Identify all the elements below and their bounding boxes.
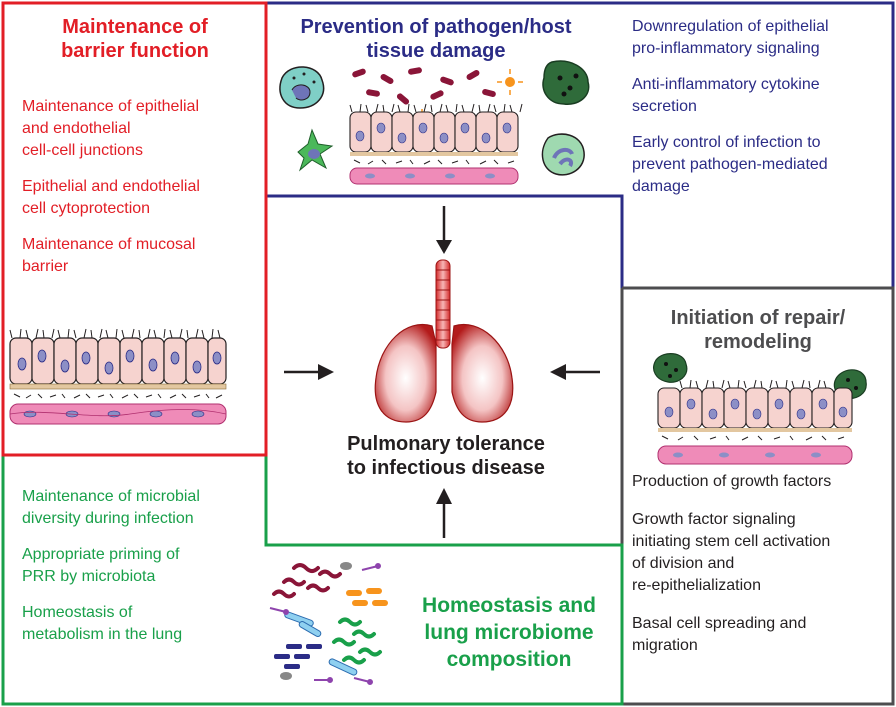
barrier-item-2: Epithelial and endothelial cell cytoprot… bbox=[22, 178, 200, 217]
homeostasis-title-line1: Homeostasis and bbox=[422, 594, 596, 617]
repair-title-line1: Initiation of repair/ bbox=[670, 307, 846, 329]
prevention-title: Prevention of pathogen/host tissue damag… bbox=[268, 15, 604, 63]
arrow-bottom-icon bbox=[436, 488, 452, 538]
arrow-left-icon bbox=[284, 364, 334, 380]
barrier-border bbox=[1, 1, 268, 457]
center-title-line2: to infectious disease bbox=[347, 457, 545, 479]
repair-item-2: Growth factor signaling initiating stem … bbox=[632, 511, 831, 594]
arrow-right-icon bbox=[550, 364, 600, 380]
repair-title: Initiation of repair/ remodeling bbox=[626, 306, 890, 354]
homeostasis-title-line2: lung microbiome bbox=[424, 621, 594, 644]
prevention-list: Downregulation of epithelial pro-inflamm… bbox=[632, 16, 888, 212]
repair-list: Production of growth factors Growth fact… bbox=[632, 471, 890, 671]
homeostasis-title: Homeostasis and lung microbiome composit… bbox=[404, 592, 614, 673]
repair-item-3: Basal cell spreading and migration bbox=[632, 615, 807, 654]
barrier-list: Maintenance of epithelial and endothelia… bbox=[22, 96, 262, 292]
repair-title-line2: remodeling bbox=[704, 331, 812, 353]
lung-icon bbox=[374, 259, 514, 423]
barrier-item-3: Maintenance of mucosal barrier bbox=[22, 236, 196, 275]
homeostasis-item-2: Appropriate priming of PRR by microbiota bbox=[22, 546, 180, 585]
center-title: Pulmonary tolerance to infectious diseas… bbox=[296, 432, 596, 480]
barrier-title: Maintenance of barrier function bbox=[10, 15, 260, 63]
barrier-title-line2: barrier function bbox=[61, 40, 209, 62]
homeostasis-title-line3: composition bbox=[446, 648, 572, 671]
epithelium-infection-icon bbox=[279, 60, 590, 185]
repair-item-1: Production of growth factors bbox=[632, 473, 832, 490]
prevention-item-3: Early control of infection to prevent pa… bbox=[632, 134, 828, 195]
prevention-item-1: Downregulation of epithelial pro-inflamm… bbox=[632, 18, 829, 57]
homeostasis-item-3: Homeostasis of metabolism in the lung bbox=[22, 604, 183, 643]
arrow-top-icon bbox=[436, 206, 452, 254]
prevention-title-line1: Prevention of pathogen/host bbox=[300, 16, 572, 38]
bacteria-icon bbox=[269, 562, 388, 685]
repair-epithelium-icon bbox=[653, 353, 867, 465]
barrier-item-1: Maintenance of epithelial and endothelia… bbox=[22, 98, 200, 159]
immune-cell-icon bbox=[279, 66, 325, 109]
center-title-line1: Pulmonary tolerance bbox=[347, 433, 545, 455]
homeostasis-list: Maintenance of microbial diversity durin… bbox=[22, 486, 262, 660]
epithelium-icon bbox=[9, 328, 227, 425]
homeostasis-item-1: Maintenance of microbial diversity durin… bbox=[22, 488, 200, 527]
barrier-title-line1: Maintenance of bbox=[62, 16, 208, 38]
prevention-item-2: Anti-inflammatory cytokine secretion bbox=[632, 76, 820, 115]
prevention-title-line2: tissue damage bbox=[366, 40, 506, 62]
